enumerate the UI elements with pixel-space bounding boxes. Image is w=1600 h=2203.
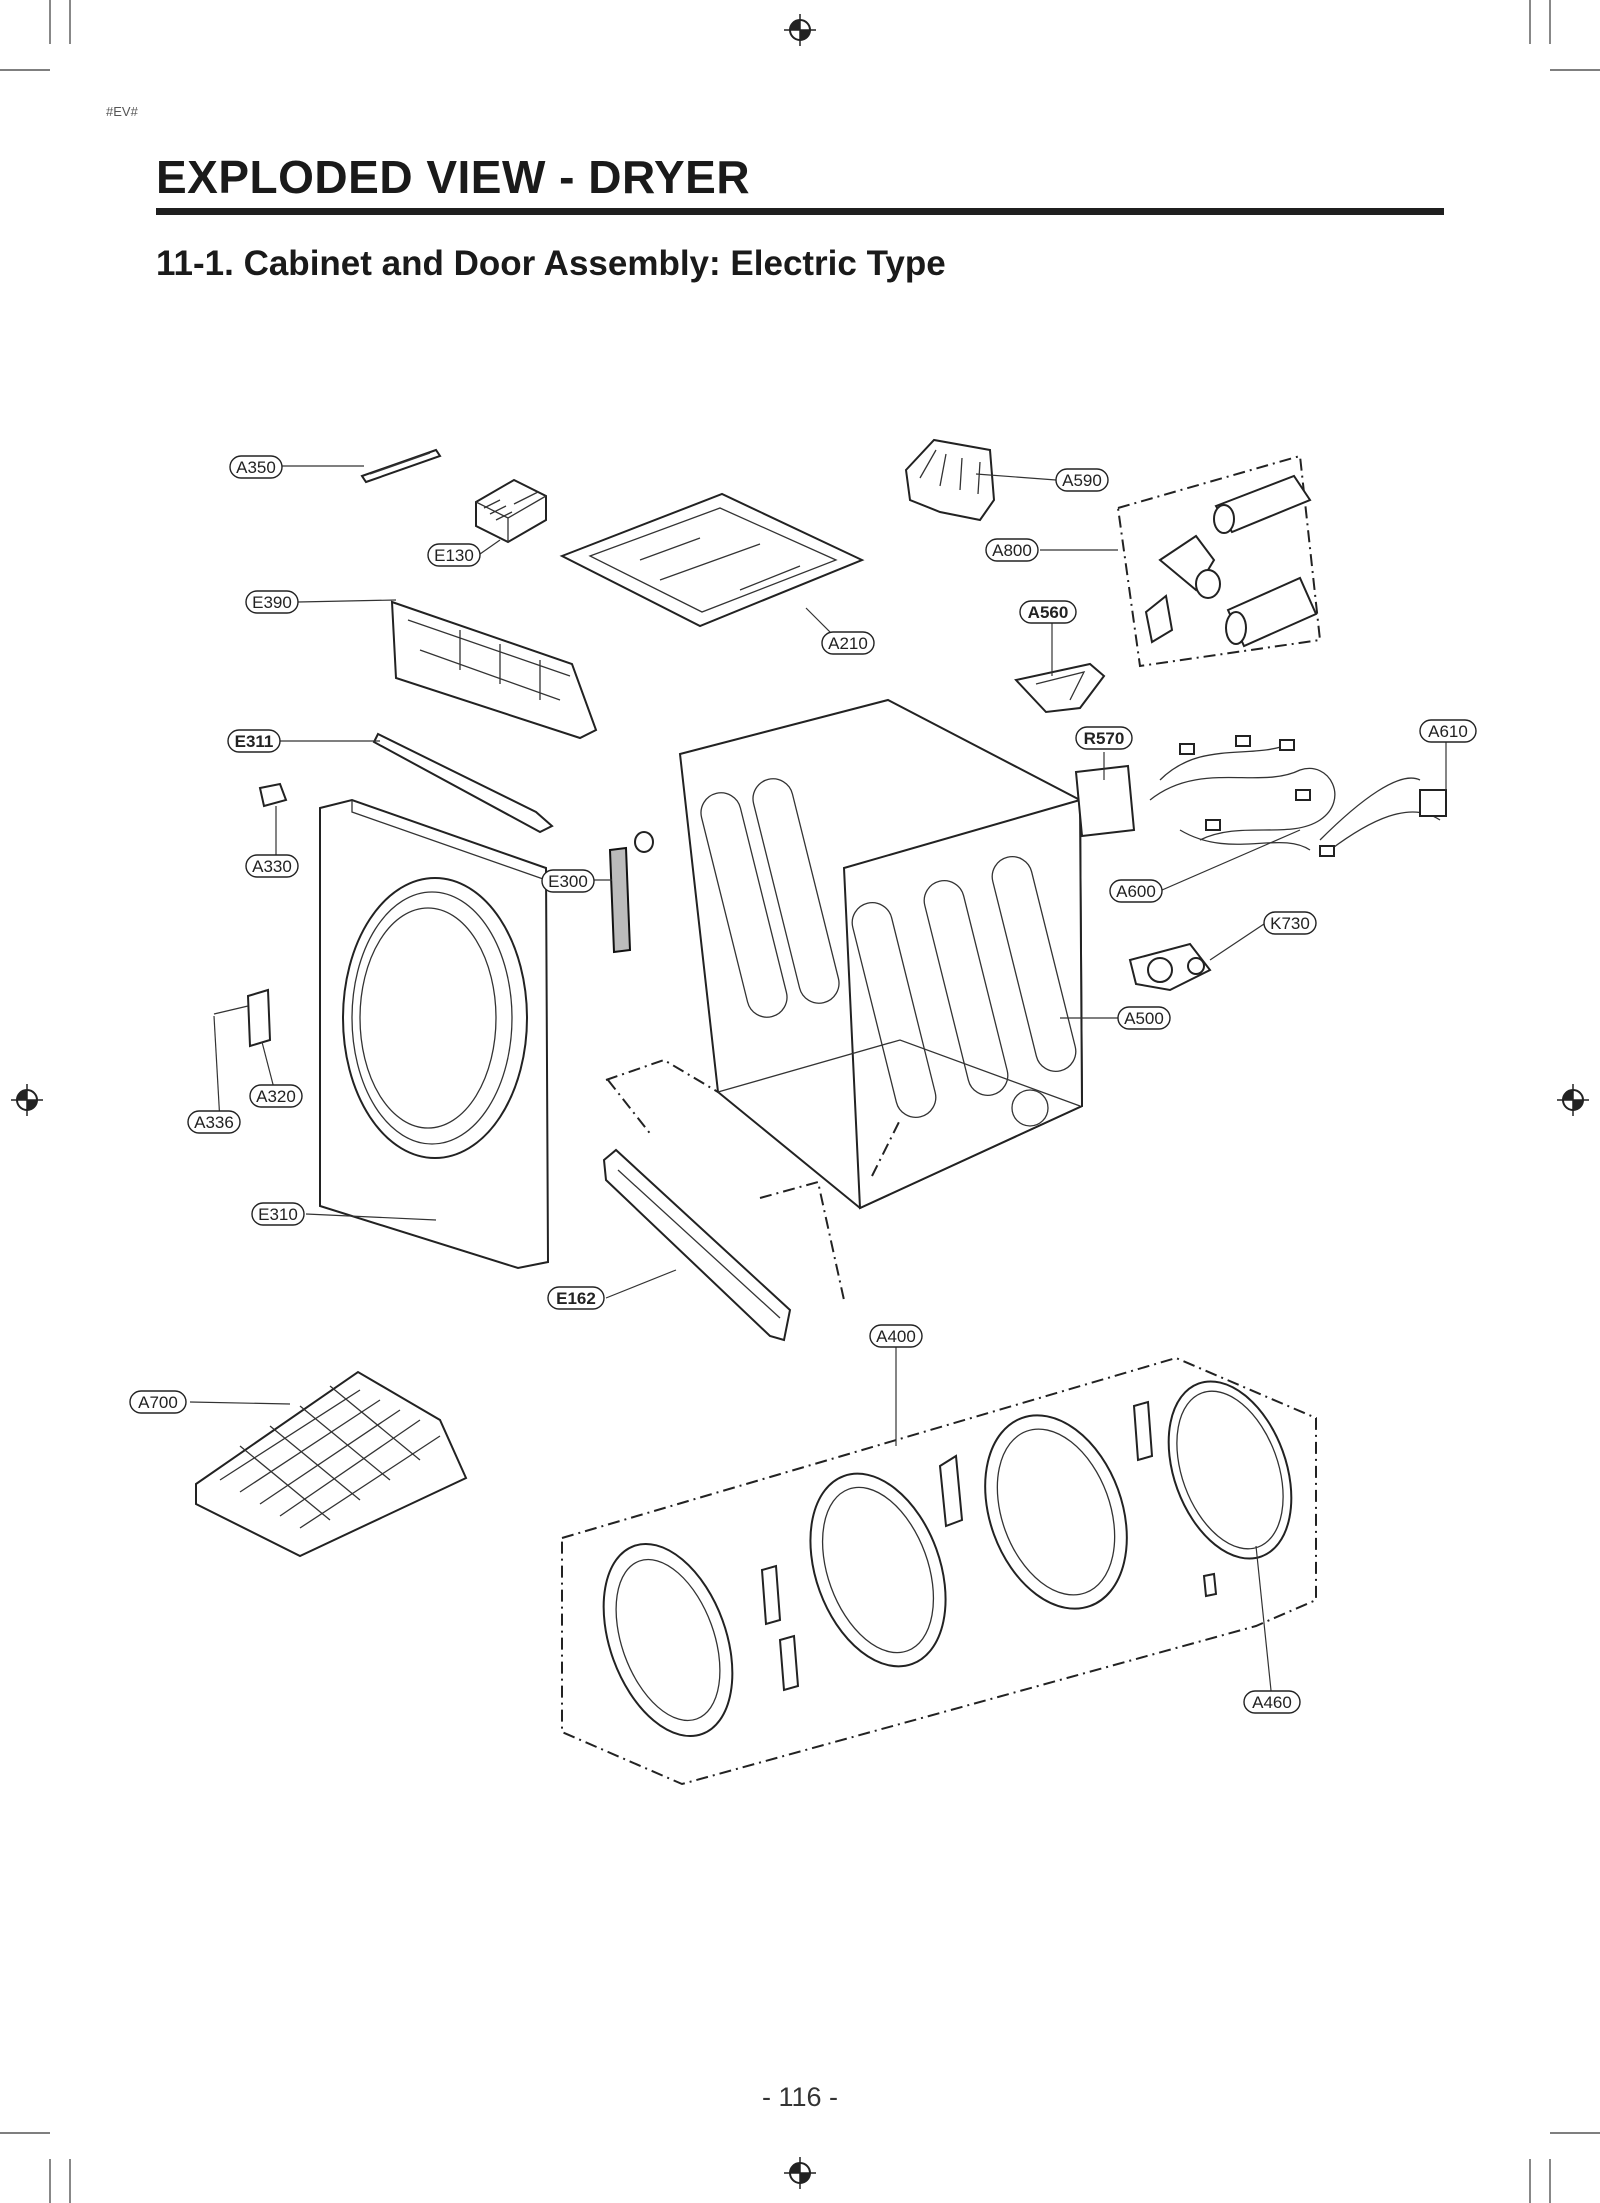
- part-a350-bracket: [360, 448, 442, 484]
- label-e130-text: E130: [434, 546, 474, 565]
- label-k730: K730: [1263, 911, 1317, 935]
- part-e130-block: [475, 478, 547, 544]
- part-a400-group-box: [561, 1356, 1317, 1786]
- part-a400-door: [602, 1380, 1293, 1738]
- label-a800: A800: [985, 538, 1039, 562]
- part-k730-valve: [1128, 942, 1212, 992]
- part-a210-top-plate: [559, 492, 865, 628]
- label-e130: E130: [427, 543, 481, 567]
- label-e162: E162: [547, 1286, 605, 1310]
- part-a700-rack: [195, 1370, 468, 1558]
- assembly-guide-lines: [605, 1058, 901, 1301]
- registration-target-top: [784, 14, 816, 46]
- section-subtitle: 11-1. Cabinet and Door Assembly: Electri…: [156, 244, 946, 283]
- label-a330-text: A330: [252, 857, 292, 876]
- label-e390-text: E390: [252, 593, 292, 612]
- label-a336-text: A336: [194, 1113, 234, 1132]
- label-a330: A330: [245, 854, 299, 878]
- page-title: EXPLODED VIEW - DRYER: [156, 151, 751, 203]
- label-a400-text: A400: [876, 1327, 916, 1346]
- label-e310: E310: [251, 1202, 305, 1226]
- part-a600-harness: [1149, 735, 1336, 851]
- part-e300-hinge: [608, 831, 654, 954]
- label-a560-text: A560: [1028, 603, 1069, 622]
- label-a350: A350: [229, 455, 283, 479]
- label-a210: A210: [821, 631, 875, 655]
- part-a590-cover: [904, 438, 996, 522]
- label-a320-text: A320: [256, 1087, 296, 1106]
- part-e310-front-panel: [319, 798, 550, 1270]
- label-a610-text: A610: [1428, 722, 1468, 741]
- part-a560-bracket: [1014, 662, 1106, 714]
- label-r570: R570: [1075, 726, 1133, 750]
- label-e300-text: E300: [548, 872, 588, 891]
- label-a590: A590: [1055, 468, 1109, 492]
- label-a336: A336: [187, 1110, 241, 1134]
- part-r570-plate: [1074, 764, 1136, 838]
- label-a320: A320: [249, 1084, 303, 1108]
- part-a610-harness: [1319, 777, 1447, 857]
- part-a320-hinge: [213, 988, 272, 1048]
- label-a700: A700: [129, 1390, 187, 1414]
- title-underline: [156, 208, 1444, 215]
- label-e311: E311: [227, 729, 281, 753]
- label-a350-text: A350: [236, 458, 276, 477]
- leader-lines: [189, 465, 1447, 1701]
- part-a500-cabinet: [678, 698, 1084, 1210]
- label-a600-text: A600: [1116, 882, 1156, 901]
- registration-target-left: [11, 1084, 43, 1116]
- label-a600: A600: [1109, 879, 1163, 903]
- label-a560: A560: [1019, 600, 1077, 624]
- part-a330-clip: [258, 782, 288, 808]
- label-a590-text: A590: [1062, 471, 1102, 490]
- registration-target-bottom: [784, 2157, 816, 2189]
- label-a500: A500: [1117, 1006, 1171, 1030]
- label-a610: A610: [1419, 719, 1477, 743]
- part-a800-group-box: [1116, 454, 1322, 668]
- label-a460: A460: [1243, 1690, 1301, 1714]
- label-a210-text: A210: [828, 634, 868, 653]
- label-e310-text: E310: [258, 1205, 298, 1224]
- label-a400: A400: [869, 1324, 923, 1348]
- label-a800-text: A800: [992, 541, 1032, 560]
- label-a500-text: A500: [1124, 1009, 1164, 1028]
- label-r570-text: R570: [1084, 729, 1125, 748]
- part-e390-bracket: [390, 600, 598, 740]
- part-e162-rail: [602, 1148, 792, 1342]
- label-e300: E300: [541, 869, 595, 893]
- page-number: - 116 -: [761, 2082, 839, 2112]
- registration-target-right: [1557, 1084, 1589, 1116]
- part-a800-duct: [1144, 474, 1318, 648]
- label-a700-text: A700: [138, 1393, 178, 1412]
- label-a460-text: A460: [1252, 1693, 1292, 1712]
- label-e390: E390: [245, 590, 299, 614]
- label-e311-text: E311: [235, 732, 274, 751]
- document-tag: #EV#: [106, 104, 138, 119]
- label-k730-text: K730: [1270, 914, 1310, 933]
- label-e162-text: E162: [556, 1289, 596, 1308]
